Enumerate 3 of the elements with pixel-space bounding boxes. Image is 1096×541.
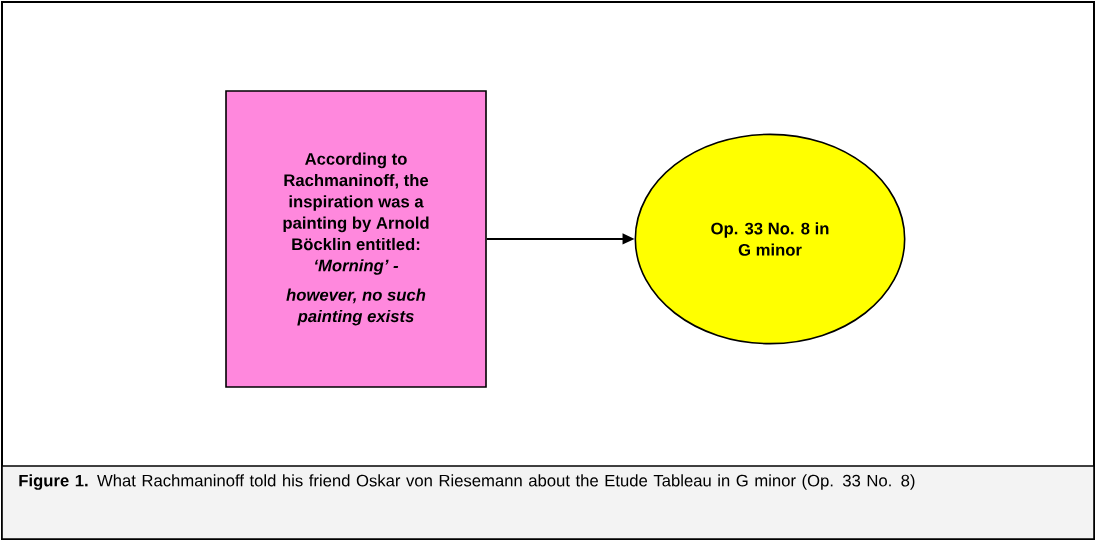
caption: Figure 1. What Rachmaninoff told his friend Oskar von Riesemann about the Etude Tableau in G minor (Op. 33 No. 8) (19, 474, 915, 490)
ellipse-node: Op. 33 No. 8 in G minor (634, 133, 906, 345)
text-box: According to Rachmaninoff, the inspiration was a painting by Arnold Böcklin entitled: ‘Morning’ - however, no such painting exists (225, 90, 487, 388)
